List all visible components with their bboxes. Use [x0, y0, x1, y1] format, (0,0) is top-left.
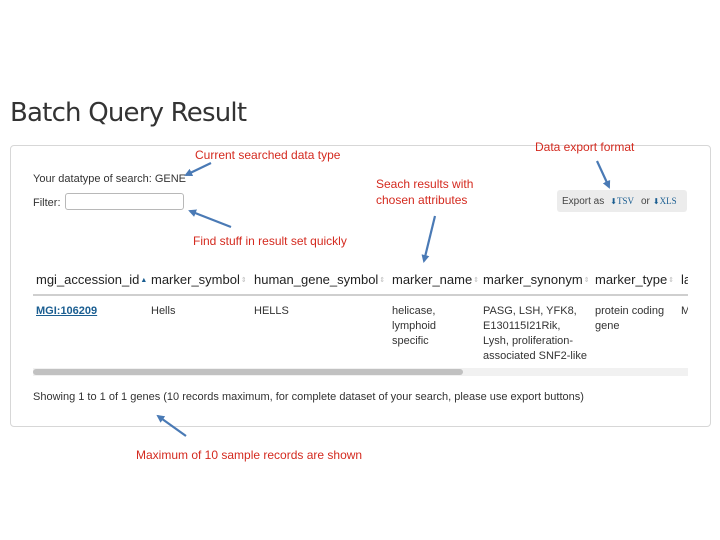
column-header-marker-type[interactable]: marker_type⇕	[592, 264, 678, 296]
cell-la: M	[681, 305, 688, 317]
sort-ascending-icon: ▲	[140, 276, 148, 284]
table-header-row: mgi_accession_id▲ marker_symbol⇕ human_g…	[33, 264, 688, 296]
arrow-find-stuff	[188, 209, 232, 229]
cell-marker-symbol: Hells	[151, 305, 176, 317]
export-xls-label: XLS	[659, 196, 677, 206]
page-title: Batch Query Result	[10, 98, 247, 128]
export-label: Export as	[562, 195, 605, 207]
column-header-la[interactable]: la	[678, 264, 688, 296]
column-header-marker-name[interactable]: marker_name⇕	[389, 264, 480, 296]
arrow-max-records	[156, 414, 187, 437]
column-header-human-gene-symbol[interactable]: human_gene_symbol⇕	[251, 264, 389, 296]
sort-icon: ⇕	[473, 276, 480, 284]
sort-icon: ⇕	[379, 276, 386, 284]
filter-label: Filter:	[33, 197, 61, 209]
export-xls-button[interactable]: ⬇XLS	[653, 196, 677, 206]
column-header-marker-synonym[interactable]: marker_synonym⇕	[480, 264, 592, 296]
arrow-search-results	[421, 215, 437, 263]
scrollbar-thumb[interactable]	[33, 369, 463, 375]
arrow-current-type	[184, 162, 212, 177]
filter-input[interactable]	[65, 193, 184, 210]
annotation-max-records: Maximum of 10 sample records are shown	[136, 448, 363, 462]
annotation-export-format: Data export format	[535, 140, 635, 154]
annotation-current-type: Current searched data type	[195, 148, 341, 162]
column-header-marker-symbol[interactable]: marker_symbol⇕	[148, 264, 251, 296]
datatype-label: Your datatype of search:	[33, 173, 152, 185]
mgi-accession-link[interactable]: MGI:106209	[36, 305, 98, 317]
export-toolbar: Export as ⬇TSV or ⬇XLS	[557, 190, 687, 212]
export-tsv-button[interactable]: ⬇TSV	[610, 196, 634, 206]
cell-marker-synonym: PASG, LSH, YFK8,E130115I21Rik,Lysh, prol…	[483, 305, 587, 362]
cell-mgi-accession-id: MGI:106209	[33, 295, 148, 364]
results-summary: Showing 1 to 1 of 1 genes (10 records ma…	[33, 391, 584, 403]
annotation-find-stuff: Find stuff in result set quickly	[193, 234, 347, 248]
download-arrow-icon: ⬇	[652, 197, 660, 206]
datatype-value: GENE	[154, 173, 187, 185]
download-arrow-icon: ⬇	[610, 197, 617, 206]
results-table-container: mgi_accession_id▲ marker_symbol⇕ human_g…	[33, 264, 688, 376]
horizontal-scrollbar[interactable]	[33, 368, 688, 376]
sort-icon: ⇕	[583, 276, 590, 284]
export-tsv-label: TSV	[616, 196, 634, 206]
arrow-export-format	[596, 160, 611, 189]
sort-icon: ⇕	[668, 276, 675, 284]
sort-icon: ⇕	[240, 276, 247, 284]
cell-human-gene-symbol: HELLS	[254, 305, 289, 317]
export-or: or	[640, 195, 650, 207]
table-row: MGI:106209 Hells HELLS helicase,lymphoid…	[33, 295, 688, 364]
results-table: mgi_accession_id▲ marker_symbol⇕ human_g…	[33, 264, 688, 364]
datatype-info: Your datatype of search:GENE	[33, 173, 186, 185]
column-header-mgi-accession-id[interactable]: mgi_accession_id▲	[33, 264, 148, 296]
